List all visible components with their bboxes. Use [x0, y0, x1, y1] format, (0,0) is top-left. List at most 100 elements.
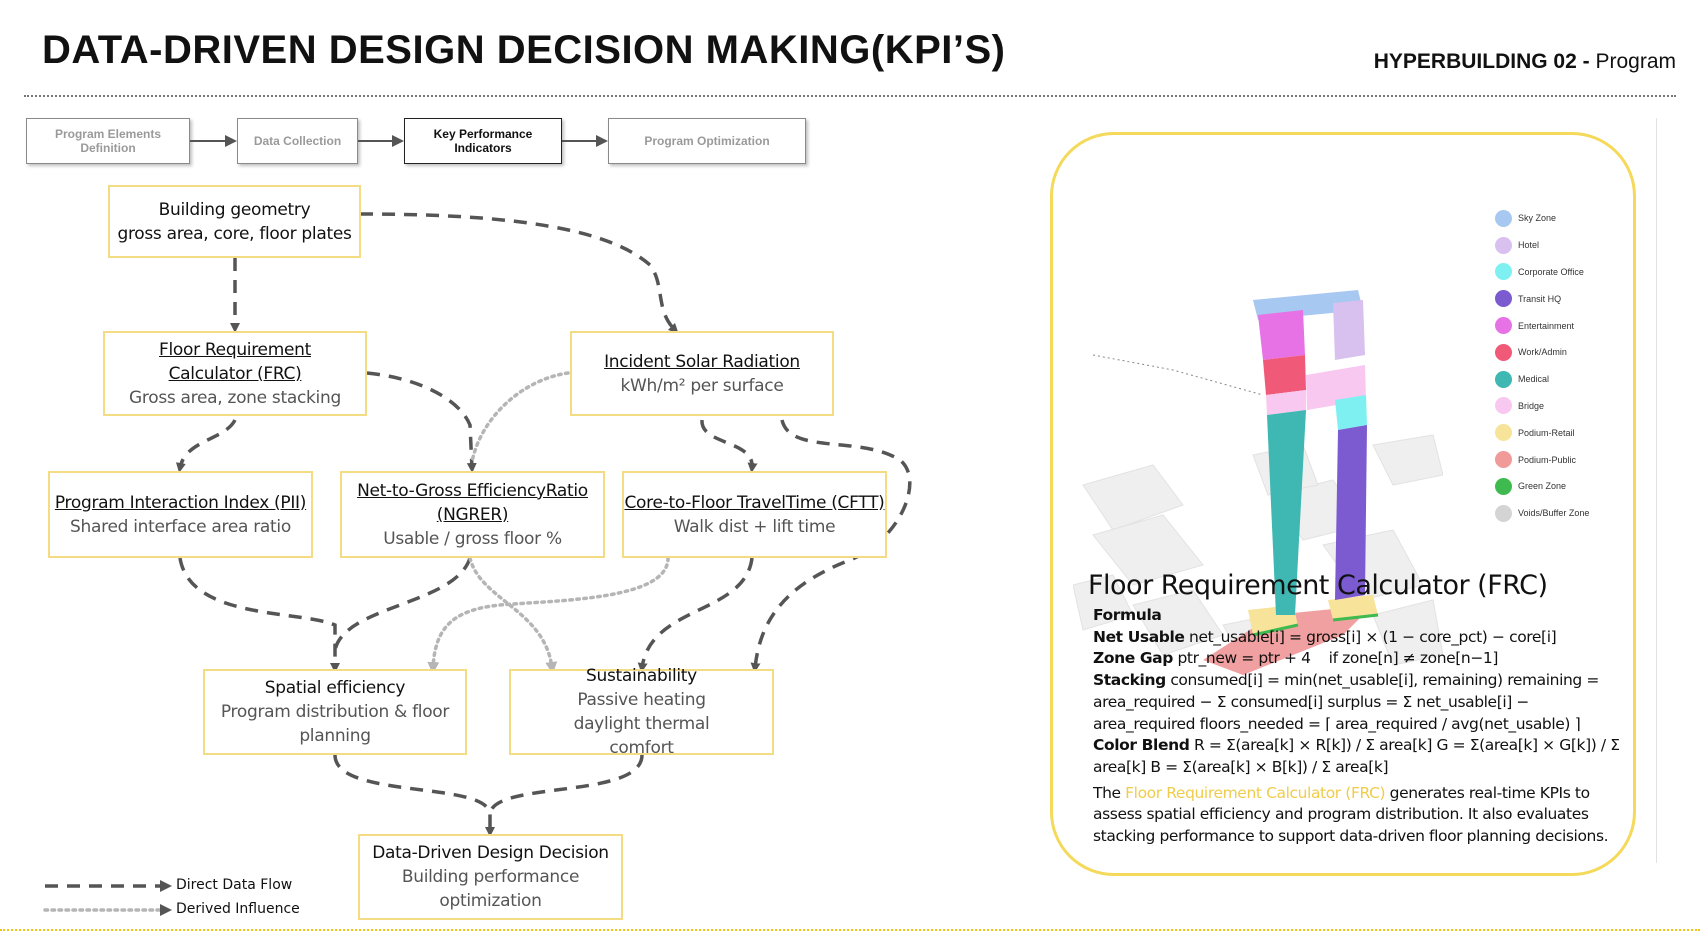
zone-legend-item: Hotel [1495, 232, 1589, 259]
zone-legend-item: Sky Zone [1495, 205, 1589, 232]
page-edge-line [1656, 118, 1657, 863]
frc-panel: Sky Zone Hotel Corporate Office Transit … [1050, 132, 1636, 876]
node-title: Incident Solar Radiation [604, 351, 800, 372]
node-subtitle: Program distribution & floor planning [220, 702, 450, 746]
section-name: Program [1595, 50, 1676, 73]
zone-legend-item: Work/Admin [1495, 339, 1589, 366]
desc-highlight: Floor Requirement Calculator (FRC) [1125, 783, 1386, 802]
node-title: Program Interaction Index (PII) [54, 492, 307, 513]
legend-derived-label: Derived Influence [176, 901, 300, 917]
zone-legend-item: Podium-Retail [1495, 419, 1589, 446]
zone-swatch [1495, 236, 1512, 254]
node-subtitle: Building performance optimization [401, 867, 580, 911]
zone-legend-item: Podium-Public [1495, 446, 1589, 473]
formula-expr: net_usable[i] = gross[i] × (1 − core_pct… [1189, 627, 1557, 646]
zone-legend-item: Corporate Office [1495, 259, 1589, 286]
zone-name: Podium-Retail [1518, 427, 1575, 438]
zone-legend-item: Entertainment [1495, 312, 1589, 339]
formula-label: Zone Gap [1093, 649, 1173, 668]
zone-name: Work/Admin [1518, 347, 1567, 358]
node-subtitle: gross area, core, floor plates [117, 223, 352, 244]
formula-label: Color Blend [1093, 736, 1190, 755]
zone-legend-item: Voids/Buffer Zone [1495, 500, 1589, 527]
zone-legend-item: Medical [1495, 366, 1589, 393]
node-subtitle: Gross area, zone stacking [129, 387, 341, 408]
node-sustainability: Sustainability Passive heating daylight … [509, 666, 774, 758]
zone-swatch [1495, 370, 1512, 388]
zone-legend-item: Green Zone [1495, 473, 1589, 500]
zone-name: Corporate Office [1518, 266, 1584, 277]
node-title: Floor Requirement Calculator (FRC) [159, 339, 311, 384]
formula-heading: Formula [1093, 606, 1162, 624]
node-solar-radiation: Incident Solar Radiation kWh/m² per surf… [570, 331, 834, 416]
zone-swatch [1495, 317, 1512, 335]
node-spatial-efficiency: Spatial efficiency Program distribution … [203, 669, 467, 755]
step-data-collection: Data Collection [237, 118, 358, 164]
node-design-decision: Data-Driven Design Decision Building per… [358, 834, 623, 920]
zone-swatch [1495, 263, 1512, 281]
node-title: Core-to-Floor TravelTime (CFTT) [624, 492, 885, 513]
formula-expr: ptr_new = ptr + 4 if zone[n] ≠ zone[n−1] [1177, 649, 1499, 668]
desc-text: generates real-time KPIs to assess spati… [1093, 783, 1609, 846]
step-kpis: Key Performance Indicators [404, 118, 562, 164]
zone-swatch [1495, 477, 1512, 495]
page-title: DATA-DRIVEN DESIGN DECISION MAKING(KPI’S… [42, 28, 1006, 72]
zone-swatch [1495, 504, 1512, 522]
node-building-geometry: Building geometry gross area, core, floo… [108, 185, 361, 258]
formula-net-usable: Net Usable net_usable[i] = gross[i] × (1… [1093, 627, 1633, 649]
node-subtitle: kWh/m² per surface [620, 375, 784, 396]
node-title: Sustainability [586, 666, 697, 686]
step-program-optimization: Program Optimization [608, 118, 806, 164]
node-subtitle: Usable / gross floor % [383, 528, 562, 549]
step-program-elements: Program Elements Definition [26, 118, 190, 164]
frc-panel-title: Floor Requirement Calculator (FRC) [1088, 570, 1548, 601]
desc-text: The [1093, 783, 1121, 802]
footer-divider [0, 929, 1700, 931]
node-title: Net-to-Gross EfficiencyRatio (NGRER) [357, 480, 588, 525]
zone-name: Transit HQ [1518, 293, 1562, 304]
zone-name: Medical [1518, 374, 1550, 385]
formula-color-blend: Color Blend R = Σ(area[k] × R[k]) / Σ ar… [1093, 735, 1633, 778]
node-subtitle: Shared interface area ratio [70, 516, 291, 537]
header-divider [24, 95, 1676, 97]
formula-zone-gap: Zone Gap ptr_new = ptr + 4 if zone[n] ≠ … [1093, 648, 1633, 670]
formula-stacking: Stacking consumed[i] = min(net_usable[i]… [1093, 670, 1633, 735]
frc-panel-body: Formula Net Usable net_usable[i] = gross… [1093, 605, 1633, 848]
zone-legend-item: Transit HQ [1495, 285, 1589, 312]
zone-name: Green Zone [1518, 481, 1567, 492]
project-name: HYPERBUILDING 02 - [1373, 50, 1590, 73]
node-pii: Program Interaction Index (PII) Shared i… [48, 471, 313, 558]
zone-name: Voids/Buffer Zone [1518, 508, 1590, 519]
node-subtitle: Walk dist + lift time [673, 516, 836, 537]
zone-swatch [1495, 209, 1512, 227]
formula-label: Stacking [1093, 671, 1166, 690]
legend-lines [43, 880, 172, 916]
zone-swatch [1495, 451, 1512, 469]
legend-direct-label: Direct Data Flow [176, 877, 293, 893]
node-subtitle: Passive heating daylight thermal comfort [573, 690, 710, 758]
frc-description: The Floor Requirement Calculator (FRC) g… [1093, 783, 1633, 848]
node-cftt: Core-to-Floor TravelTime (CFTT) Walk dis… [622, 471, 887, 558]
formula-label: Net Usable [1093, 627, 1185, 646]
zone-legend: Sky Zone Hotel Corporate Office Transit … [1495, 205, 1589, 527]
formula-expr: consumed[i] = min(net_usable[i], remaini… [1093, 671, 1599, 733]
zone-legend-item: Bridge [1495, 393, 1589, 420]
node-ngrer: Net-to-Gross EfficiencyRatio (NGRER) Usa… [340, 471, 605, 558]
zone-swatch [1495, 397, 1512, 415]
node-title: Data-Driven Design Decision [372, 843, 609, 863]
project-label: HYPERBUILDING 02 - Program [1374, 50, 1676, 74]
formula-expr: R = Σ(area[k] × R[k]) / Σ area[k] G = Σ(… [1093, 736, 1620, 776]
zone-swatch [1495, 424, 1512, 442]
building-render [1073, 205, 1443, 695]
zone-name: Entertainment [1518, 320, 1575, 331]
zone-name: Hotel [1518, 240, 1540, 251]
zone-name: Bridge [1518, 400, 1545, 411]
node-title: Building geometry [158, 199, 311, 220]
derived-influence-lines [427, 371, 670, 674]
zone-name: Sky Zone [1518, 213, 1557, 224]
zone-name: Podium-Public [1518, 454, 1577, 465]
node-title: Spatial efficiency [264, 678, 406, 698]
node-frc: Floor Requirement Calculator (FRC) Gross… [103, 331, 367, 416]
direct-flow-lines [175, 212, 912, 837]
flow-connectors [43, 135, 912, 916]
